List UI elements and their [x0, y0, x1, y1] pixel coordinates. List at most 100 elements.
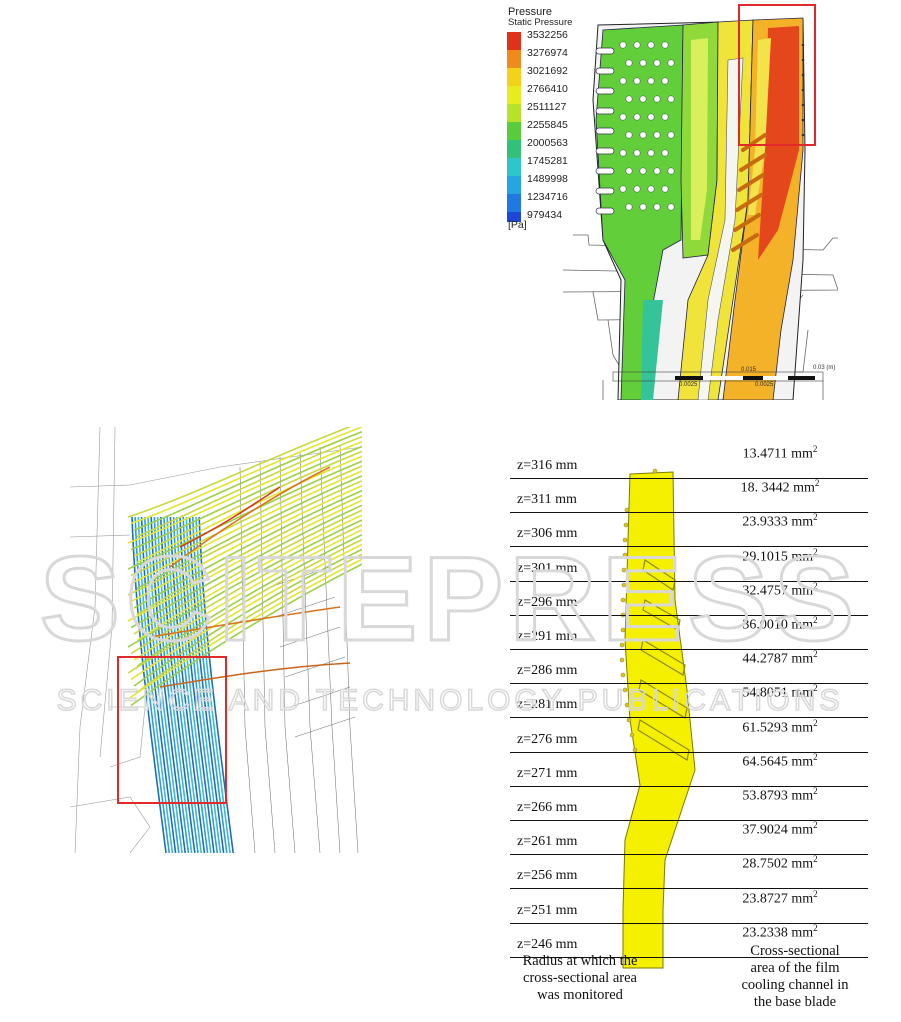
row-divider — [510, 512, 868, 514]
streamline-yellow — [133, 489, 362, 609]
pin-fin — [667, 167, 675, 175]
legend-swatch — [507, 122, 521, 140]
pin-fin — [633, 149, 641, 157]
radius-label: z=271 mm — [517, 765, 578, 781]
area-value: 23.8727 mm2 — [695, 889, 865, 908]
area-value: 28.7502 mm2 — [695, 854, 865, 873]
streamline-yellow — [127, 480, 362, 596]
radius-label: z=286 mm — [517, 663, 578, 679]
area-number: 64.5645 mm — [742, 754, 814, 770]
pin-fin — [653, 95, 661, 103]
area-value: 13.4711 mm2 — [695, 444, 865, 463]
area-value: 18. 3442 mm2 — [695, 478, 865, 497]
radius-label: z=296 mm — [517, 594, 578, 610]
area-number: 53.8793 mm — [742, 788, 814, 804]
streamline-blue — [150, 516, 186, 853]
area-exponent: 2 — [813, 854, 818, 865]
area-value: 37.9024 mm2 — [695, 820, 865, 839]
highlight-box-streams — [117, 656, 227, 804]
pin-fin — [633, 113, 641, 121]
streamline-yellow — [127, 460, 362, 570]
area-number: 28.7502 mm — [742, 857, 814, 873]
pin-fin — [647, 149, 655, 157]
row-divider — [510, 820, 868, 821]
blade-pressure-image — [562, 4, 838, 400]
row-divider — [510, 751, 868, 753]
legend-value: 1745281 — [527, 155, 568, 167]
streamline-yellow — [130, 563, 362, 707]
radius-label: z=251 mm — [517, 902, 578, 918]
streamline-yellow — [133, 548, 362, 687]
legend-swatch — [507, 194, 521, 212]
legend-swatch — [507, 140, 521, 158]
legend-subtitle: Static Pressure — [508, 17, 573, 28]
area-exponent: 2 — [813, 922, 818, 933]
area-number: 23.8727 mm — [742, 891, 814, 907]
pin-fin — [661, 113, 669, 121]
streamline-yellow — [127, 427, 352, 518]
legend-swatch — [507, 104, 521, 122]
pin-fin — [639, 95, 647, 103]
row-divider — [510, 854, 868, 856]
legend-swatch — [507, 86, 521, 104]
streamline-yellow — [130, 465, 362, 577]
legend-swatch — [507, 158, 521, 176]
row-divider — [510, 478, 868, 479]
area-number: 13.4711 mm — [742, 446, 813, 462]
radius-label: z=256 mm — [517, 868, 578, 884]
streamline-yellow — [130, 484, 362, 603]
pin-fin — [619, 113, 627, 121]
streamline-yellow — [127, 558, 362, 700]
row-divider — [510, 580, 868, 582]
streamline-blue — [188, 516, 225, 853]
radius-label: z=301 mm — [517, 560, 578, 576]
streamline-yellow — [133, 431, 362, 531]
legend-value: 1489998 — [527, 173, 568, 185]
pin-fin — [661, 77, 669, 85]
area-value: 29.1015 mm2 — [695, 547, 865, 566]
pin-fin — [661, 41, 669, 49]
area-number: 44.2787 mm — [742, 651, 814, 667]
pin-fin — [633, 77, 641, 85]
pin-fin — [639, 131, 647, 139]
row-divider — [510, 546, 868, 548]
streamline-yellow — [133, 509, 362, 635]
pin-fin — [619, 185, 627, 193]
streamline-yellow — [136, 494, 362, 616]
area-value: 64.5645 mm2 — [695, 752, 865, 771]
streamline-yellow — [136, 553, 362, 694]
pin-fin — [625, 131, 633, 139]
area-exponent: 2 — [813, 546, 818, 557]
pin-fin — [667, 131, 675, 139]
area-exponent: 2 — [813, 820, 818, 831]
streamline-blue — [182, 516, 218, 853]
pin-fin — [667, 95, 675, 103]
pin-fin — [619, 41, 627, 49]
legend-value: 2511127 — [527, 101, 567, 113]
pin-fin — [619, 77, 627, 85]
streamline-yellow — [130, 445, 362, 551]
legend-value: 1234716 — [527, 191, 568, 203]
area-value: 53.8793 mm2 — [695, 786, 865, 805]
area-number: 18. 3442 mm — [740, 480, 815, 496]
area-value: 61.5293 mm2 — [695, 718, 865, 737]
pin-fin — [639, 203, 647, 211]
area-value: 36.0010 mm2 — [695, 615, 865, 634]
pin-fin — [647, 113, 655, 121]
streamline-blue — [179, 516, 215, 853]
area-number: 29.1015 mm — [742, 549, 814, 565]
radius-label: z=316 mm — [517, 458, 578, 473]
area-value: 54.8051 mm2 — [695, 683, 865, 702]
legend-value: 3021692 — [527, 65, 568, 77]
legend-value: 2000563 — [527, 137, 568, 149]
area-exponent: 2 — [813, 580, 818, 591]
legend-swatch — [507, 176, 521, 194]
area-value: 23.9333 mm2 — [695, 512, 865, 531]
area-exponent: 2 — [813, 615, 818, 625]
radius-label: z=311 mm — [517, 492, 577, 508]
pin-fin — [667, 203, 675, 211]
row-divider — [510, 785, 868, 787]
streamline-yellow — [136, 514, 362, 642]
